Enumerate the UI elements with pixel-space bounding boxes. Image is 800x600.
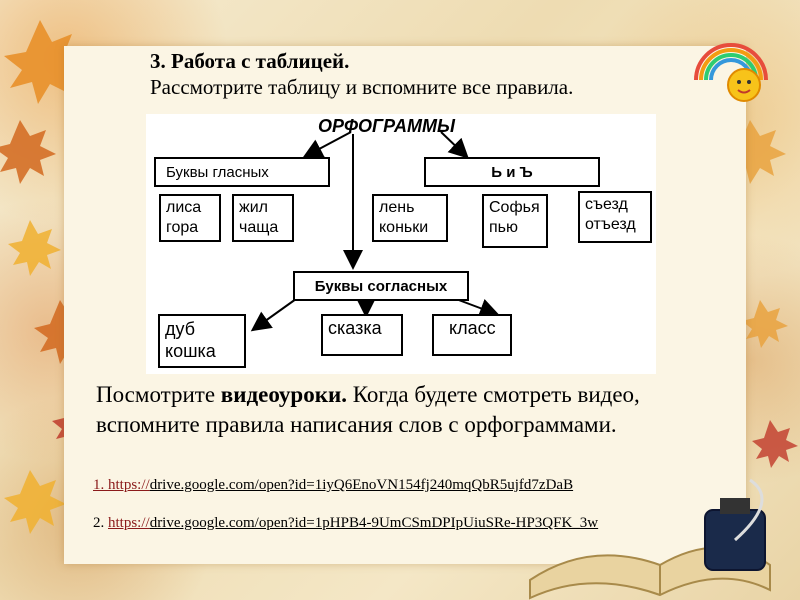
word: класс [449, 318, 496, 338]
video-rest: Когда будете смотреть видео, вспомните п… [96, 382, 640, 437]
word: лень [379, 199, 415, 216]
vowel-words-2: жил чаща [232, 194, 294, 242]
cons-words-3: класс [432, 314, 512, 356]
sun-rainbow-icon [694, 43, 768, 102]
word: коньки [379, 219, 429, 236]
sign-words-1: лень коньки [372, 194, 448, 242]
vowels-header-label: Буквы гласных [166, 164, 269, 181]
video-link-2[interactable]: 2. https://drive.google.com/open?id=1pHP… [93, 514, 598, 532]
word: отъезд [585, 216, 636, 233]
table-title: ОРФОГРАММЫ [318, 116, 455, 136]
book-inkwell-decoration [529, 478, 771, 600]
task-title: . Работа с таблицей. [160, 49, 350, 73]
vowels-header: Буквы гласных [154, 157, 330, 187]
word: жил [239, 199, 268, 216]
word: сказка [328, 318, 382, 338]
table-arrows [250, 131, 500, 332]
consonants-header-label: Буквы согласных [314, 278, 448, 295]
signs-header-label: Ь и Ъ [491, 164, 533, 181]
consonants-header: Буквы согласных [293, 271, 469, 301]
task-subtitle: Рассмотрите таблицу и вспомните все прав… [150, 75, 574, 99]
task-heading: 3. Работа с таблицей. Рассмотрите таблиц… [150, 48, 573, 100]
vowel-words-1: лиса гора [159, 194, 221, 242]
word: кошка [165, 341, 216, 361]
word: дуб [165, 319, 196, 339]
word: пью [489, 219, 518, 236]
word: съезд [585, 196, 628, 213]
link-url[interactable]: drive.google.com/open?id=1pHPB4-9UmCSmDP… [149, 515, 599, 531]
video-prefix: Посмотрите [96, 382, 221, 407]
sign-words-2: Софья пью [482, 194, 548, 248]
link-number: 1. [93, 477, 108, 493]
task-number: 3 [150, 49, 161, 73]
link-protocol[interactable]: https:// [108, 477, 150, 493]
word: гора [166, 219, 199, 236]
cons-words-2: сказка [321, 314, 403, 356]
video-instructions: Посмотрите видеоуроки. Когда будете смот… [96, 380, 746, 440]
signs-header: Ь и Ъ [424, 157, 600, 187]
word: чаща [239, 219, 279, 236]
link-protocol[interactable]: https:// [108, 515, 150, 531]
link-url[interactable]: drive.google.com/open?id=1iyQ6EnoVN154fj… [149, 477, 574, 493]
sign-words-3: съезд отъезд [578, 191, 652, 243]
word: лиса [166, 199, 202, 216]
video-link-1[interactable]: 1. https://drive.google.com/open?id=1iyQ… [93, 476, 573, 494]
word: Софья [489, 199, 540, 216]
video-bold: видеоуроки. [220, 382, 347, 407]
link-number: 2. [93, 515, 108, 531]
